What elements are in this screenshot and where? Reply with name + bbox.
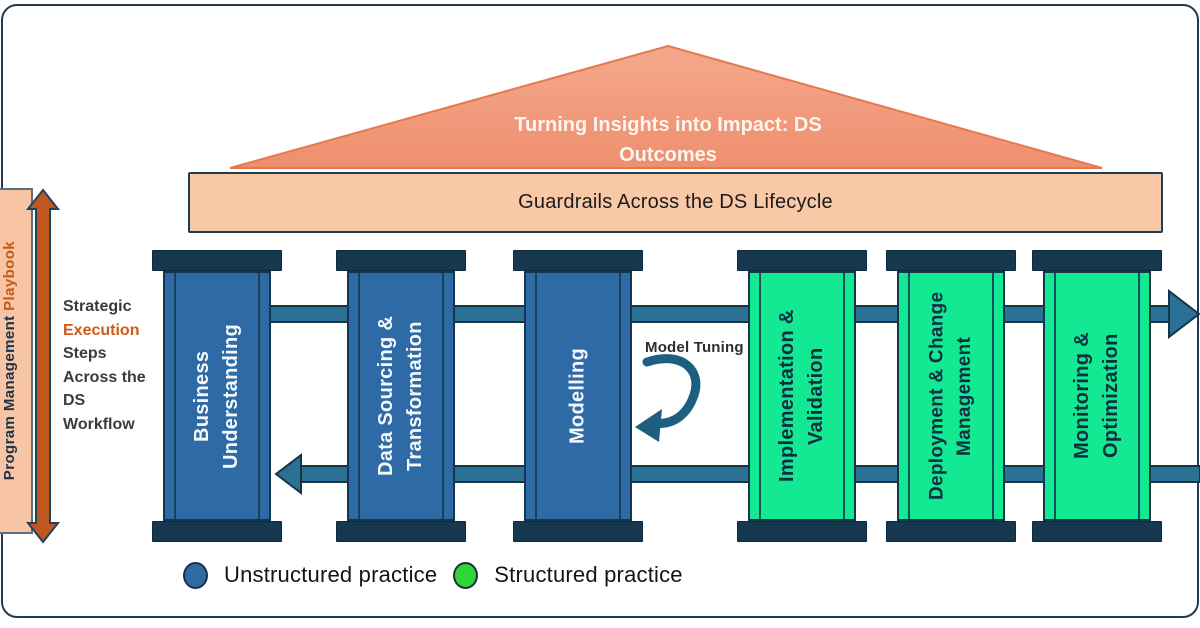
caption-line: Across the (63, 368, 146, 386)
roof-title-line1: Turning Insights into Impact: DS (514, 114, 822, 136)
pillar-flute (1138, 273, 1140, 519)
pillar-cap-top (886, 250, 1016, 271)
legend-label-structured: Structured practice (494, 562, 683, 587)
roof-title: Turning Insights into Impact: DS Outcome… (388, 110, 948, 170)
pillar-business-understanding: Business Understanding (152, 250, 282, 542)
pillar-cap-top (1032, 250, 1162, 271)
caption-line-execution: Execution (63, 321, 140, 339)
legend: Unstructured practice Structured practic… (183, 560, 683, 590)
playbook-double-arrow (25, 188, 61, 544)
pillar-modelling: Modelling (513, 250, 643, 542)
pillar-monitoring-optimization: Monitoring & Optimization (1032, 250, 1162, 542)
pillar-body: Monitoring & Optimization (1043, 271, 1151, 521)
pillar-flute (619, 273, 621, 519)
caption-line: Workflow (63, 415, 135, 433)
pillar-flute (992, 273, 994, 519)
pillar-flute (174, 273, 176, 519)
pillar-cap-bottom (152, 521, 282, 542)
model-tuning-label: Model Tuning (645, 339, 744, 356)
pillar-flute (442, 273, 444, 519)
caption-line: Steps (63, 345, 107, 362)
pillar-cap-bottom (336, 521, 466, 542)
legend-swatch-unstructured (183, 561, 208, 589)
pillar-body: Modelling (524, 271, 632, 521)
pillar-cap-top (336, 250, 466, 271)
pillar-implementation-validation: Implementation & Validation (737, 250, 867, 542)
pillar-body: Data Sourcing & Transformation (347, 271, 455, 521)
legend-label-unstructured: Unstructured practice (224, 562, 438, 587)
pillar-deployment-change: Deployment & Change Management (886, 250, 1016, 542)
caption-line: Strategic (63, 298, 132, 315)
guardrails-label: Guardrails Across the DS Lifecycle (518, 191, 833, 213)
pillar-flute (258, 273, 260, 519)
pillar-cap-bottom (513, 521, 643, 542)
pillar-cap-bottom (1032, 521, 1162, 542)
pillar-flute (908, 273, 910, 519)
guardrails-beam: Guardrails Across the DS Lifecycle (188, 172, 1163, 233)
pillar-flute (358, 273, 360, 519)
pillar-body: Deployment & Change Management (897, 271, 1005, 521)
pillar-cap-bottom (737, 521, 867, 542)
pillar-flute (535, 273, 537, 519)
roof-title-line2: Outcomes (619, 144, 717, 166)
pillar-cap-bottom (886, 521, 1016, 542)
pillar-flute (1054, 273, 1056, 519)
pillar-data-sourcing: Data Sourcing & Transformation (336, 250, 466, 542)
roof-triangle (229, 44, 1103, 169)
pillar-cap-top (737, 250, 867, 271)
pillar-body: Implementation & Validation (748, 271, 856, 521)
pillar-flute (759, 273, 761, 519)
caption-line: DS (63, 392, 86, 409)
pillar-cap-top (513, 250, 643, 271)
pillar-flute (843, 273, 845, 519)
pillar-body: Business Understanding (163, 271, 271, 521)
playbook-bar: Program Management Playbook (0, 188, 33, 534)
legend-swatch-structured (453, 561, 479, 589)
strategic-caption: Strategic Execution Steps Across the DS … (63, 295, 163, 436)
pillar-cap-top (152, 250, 282, 271)
